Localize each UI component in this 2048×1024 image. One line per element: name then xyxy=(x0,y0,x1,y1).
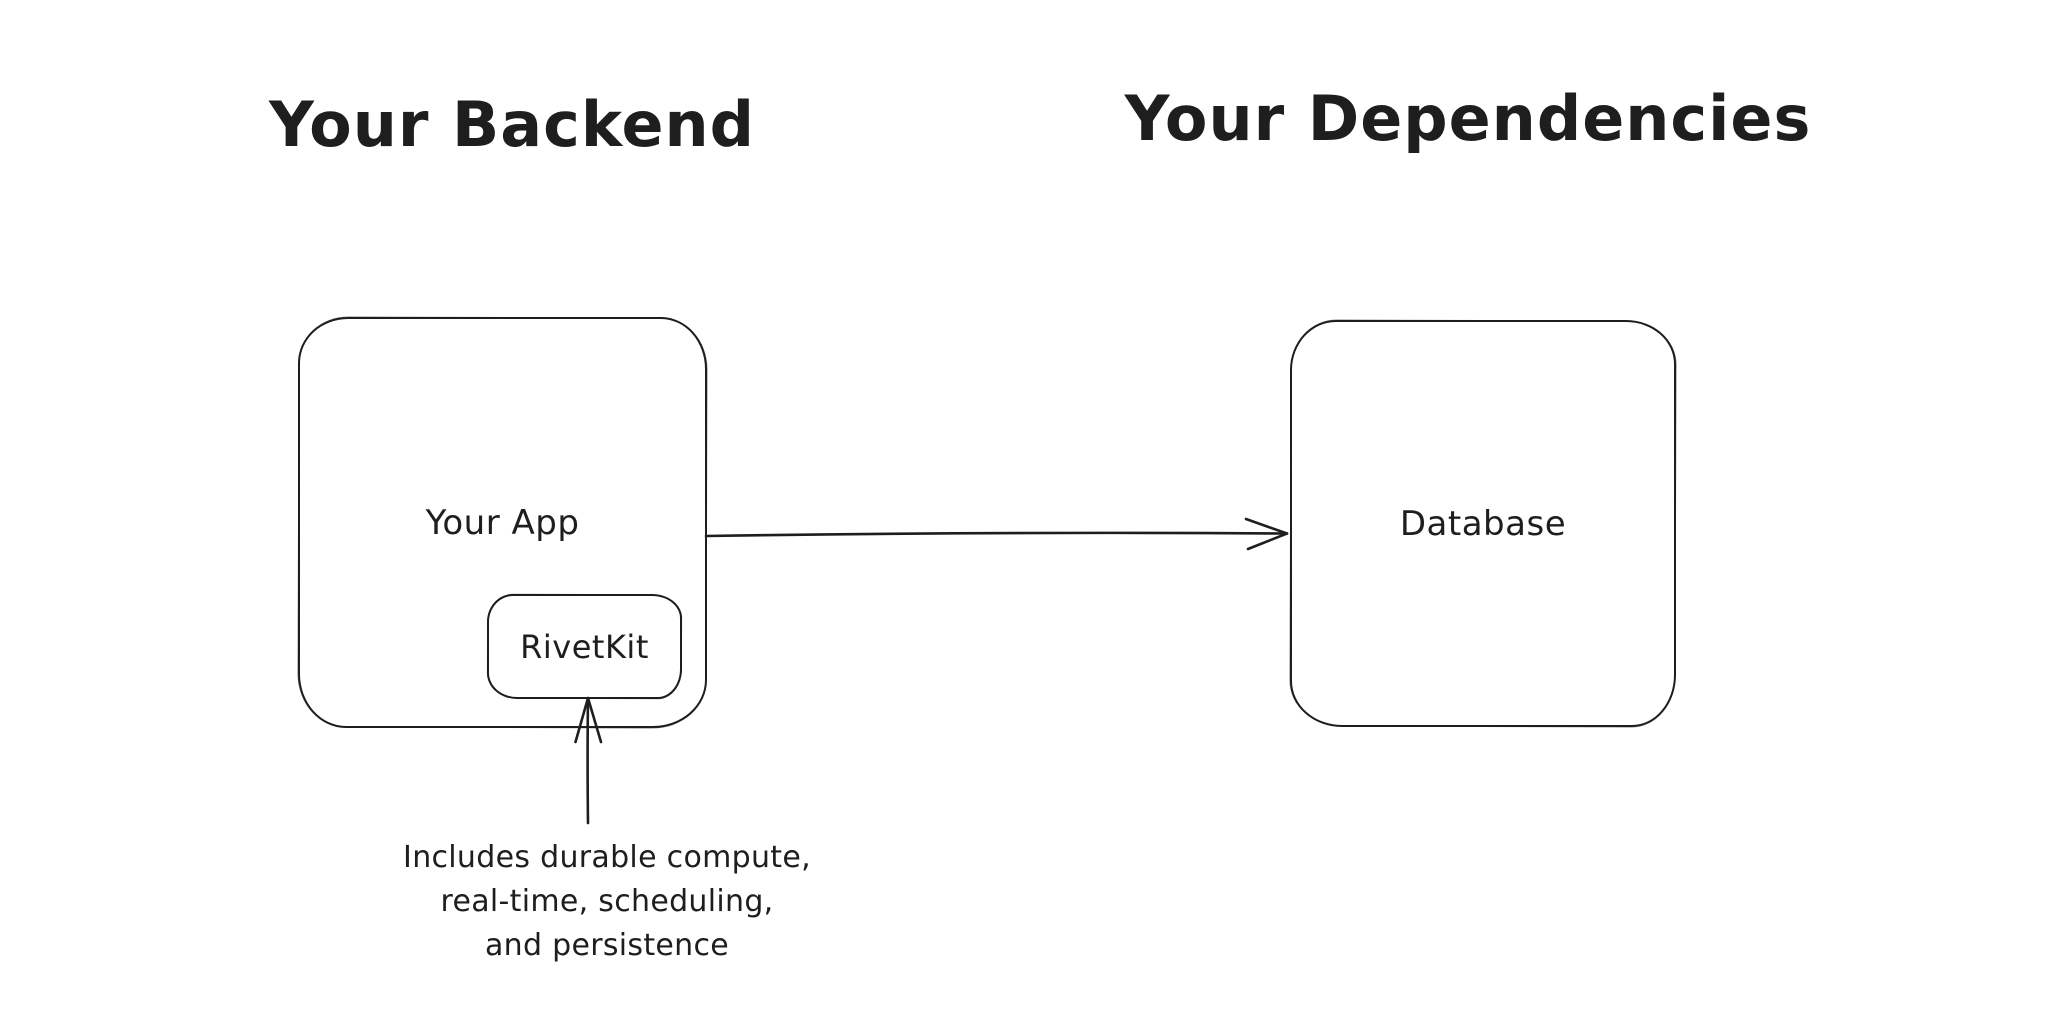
annotation-line: and persistence xyxy=(484,928,730,963)
rivetkit-label: RivetKit xyxy=(520,627,649,666)
annotation-line: real-time, scheduling, xyxy=(440,884,774,919)
annotation-text: Includes durable compute, real-time, sch… xyxy=(403,836,811,968)
app-to-database-arrow-icon xyxy=(704,517,1289,551)
database-node: Database xyxy=(1290,320,1676,727)
database-label: Database xyxy=(1399,503,1567,544)
your-app-node: Your App RivetKit xyxy=(298,317,707,728)
dependencies-section-title: Your Dependencies xyxy=(1124,82,1812,155)
your-app-label: Your App xyxy=(425,502,580,543)
backend-section-title: Your Backend xyxy=(268,88,756,161)
annotation-line: Includes durable compute, xyxy=(403,840,811,875)
annotation-to-rivetkit-arrow-icon xyxy=(574,696,603,825)
rivetkit-node: RivetKit xyxy=(487,594,682,699)
